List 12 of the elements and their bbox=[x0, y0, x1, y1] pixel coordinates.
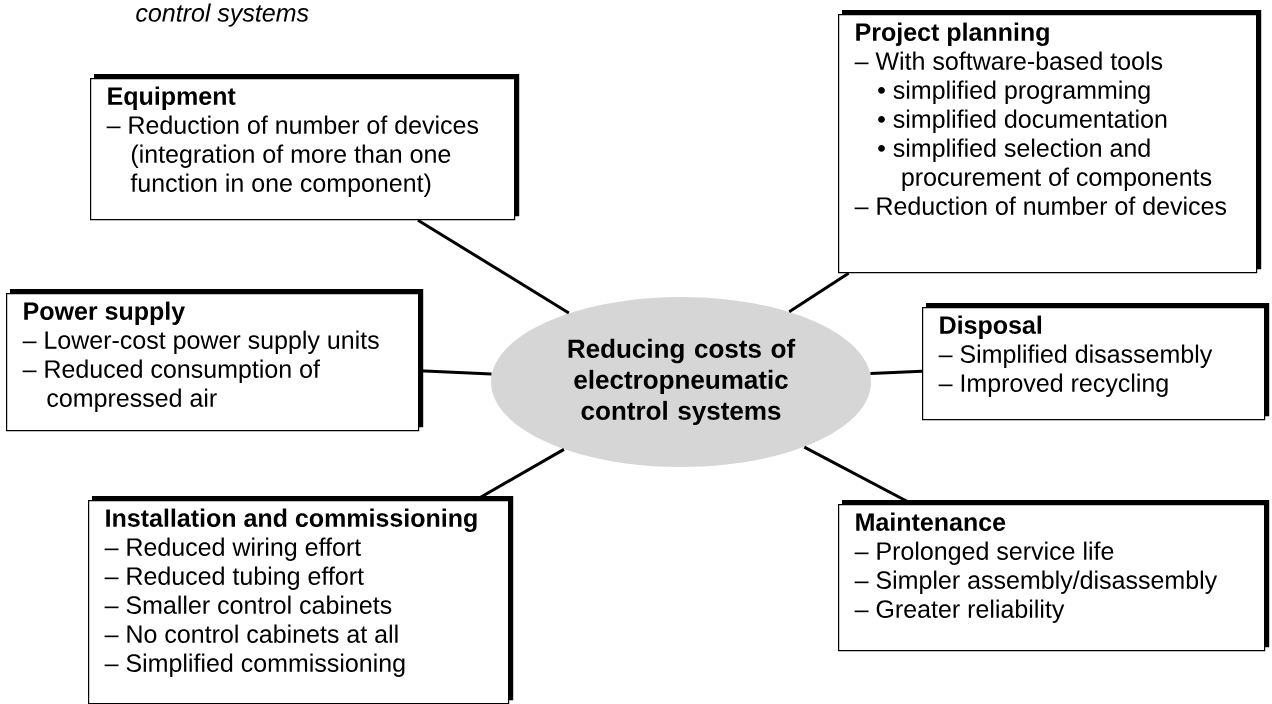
topic-box: Disposal – Simplified disassembly – Improved recycling bbox=[922, 303, 1270, 421]
topic-box: Equipment – Reduction of number of devices (integration of more than one function in one component) bbox=[90, 74, 520, 221]
caption-text: control systems bbox=[136, 3, 309, 27]
topic-box: Project planning – With software-based tools • simplified programming • simplified documentation • simplified selection and procurement of components – Reduction of number of devices bbox=[838, 10, 1262, 274]
topic-box: Installation and commissioning – Reduced wiring effort – Reduced tubing effort – Smaller control cabinets – No control cabinets at all – Simplified commissioning bbox=[88, 496, 514, 704]
topic-box: Power supply – Lower-cost power supply units – Reduced consumption of compressed air bbox=[6, 289, 424, 432]
connector-line bbox=[417, 218, 570, 315]
connector-line bbox=[870, 369, 923, 376]
connector-line bbox=[788, 271, 850, 313]
topic-box: Maintenance – Prolonged service life – Simpler assembly/disassembly – Greater reliability bbox=[838, 500, 1270, 652]
connector-line bbox=[803, 445, 913, 506]
connector-line bbox=[475, 448, 565, 502]
